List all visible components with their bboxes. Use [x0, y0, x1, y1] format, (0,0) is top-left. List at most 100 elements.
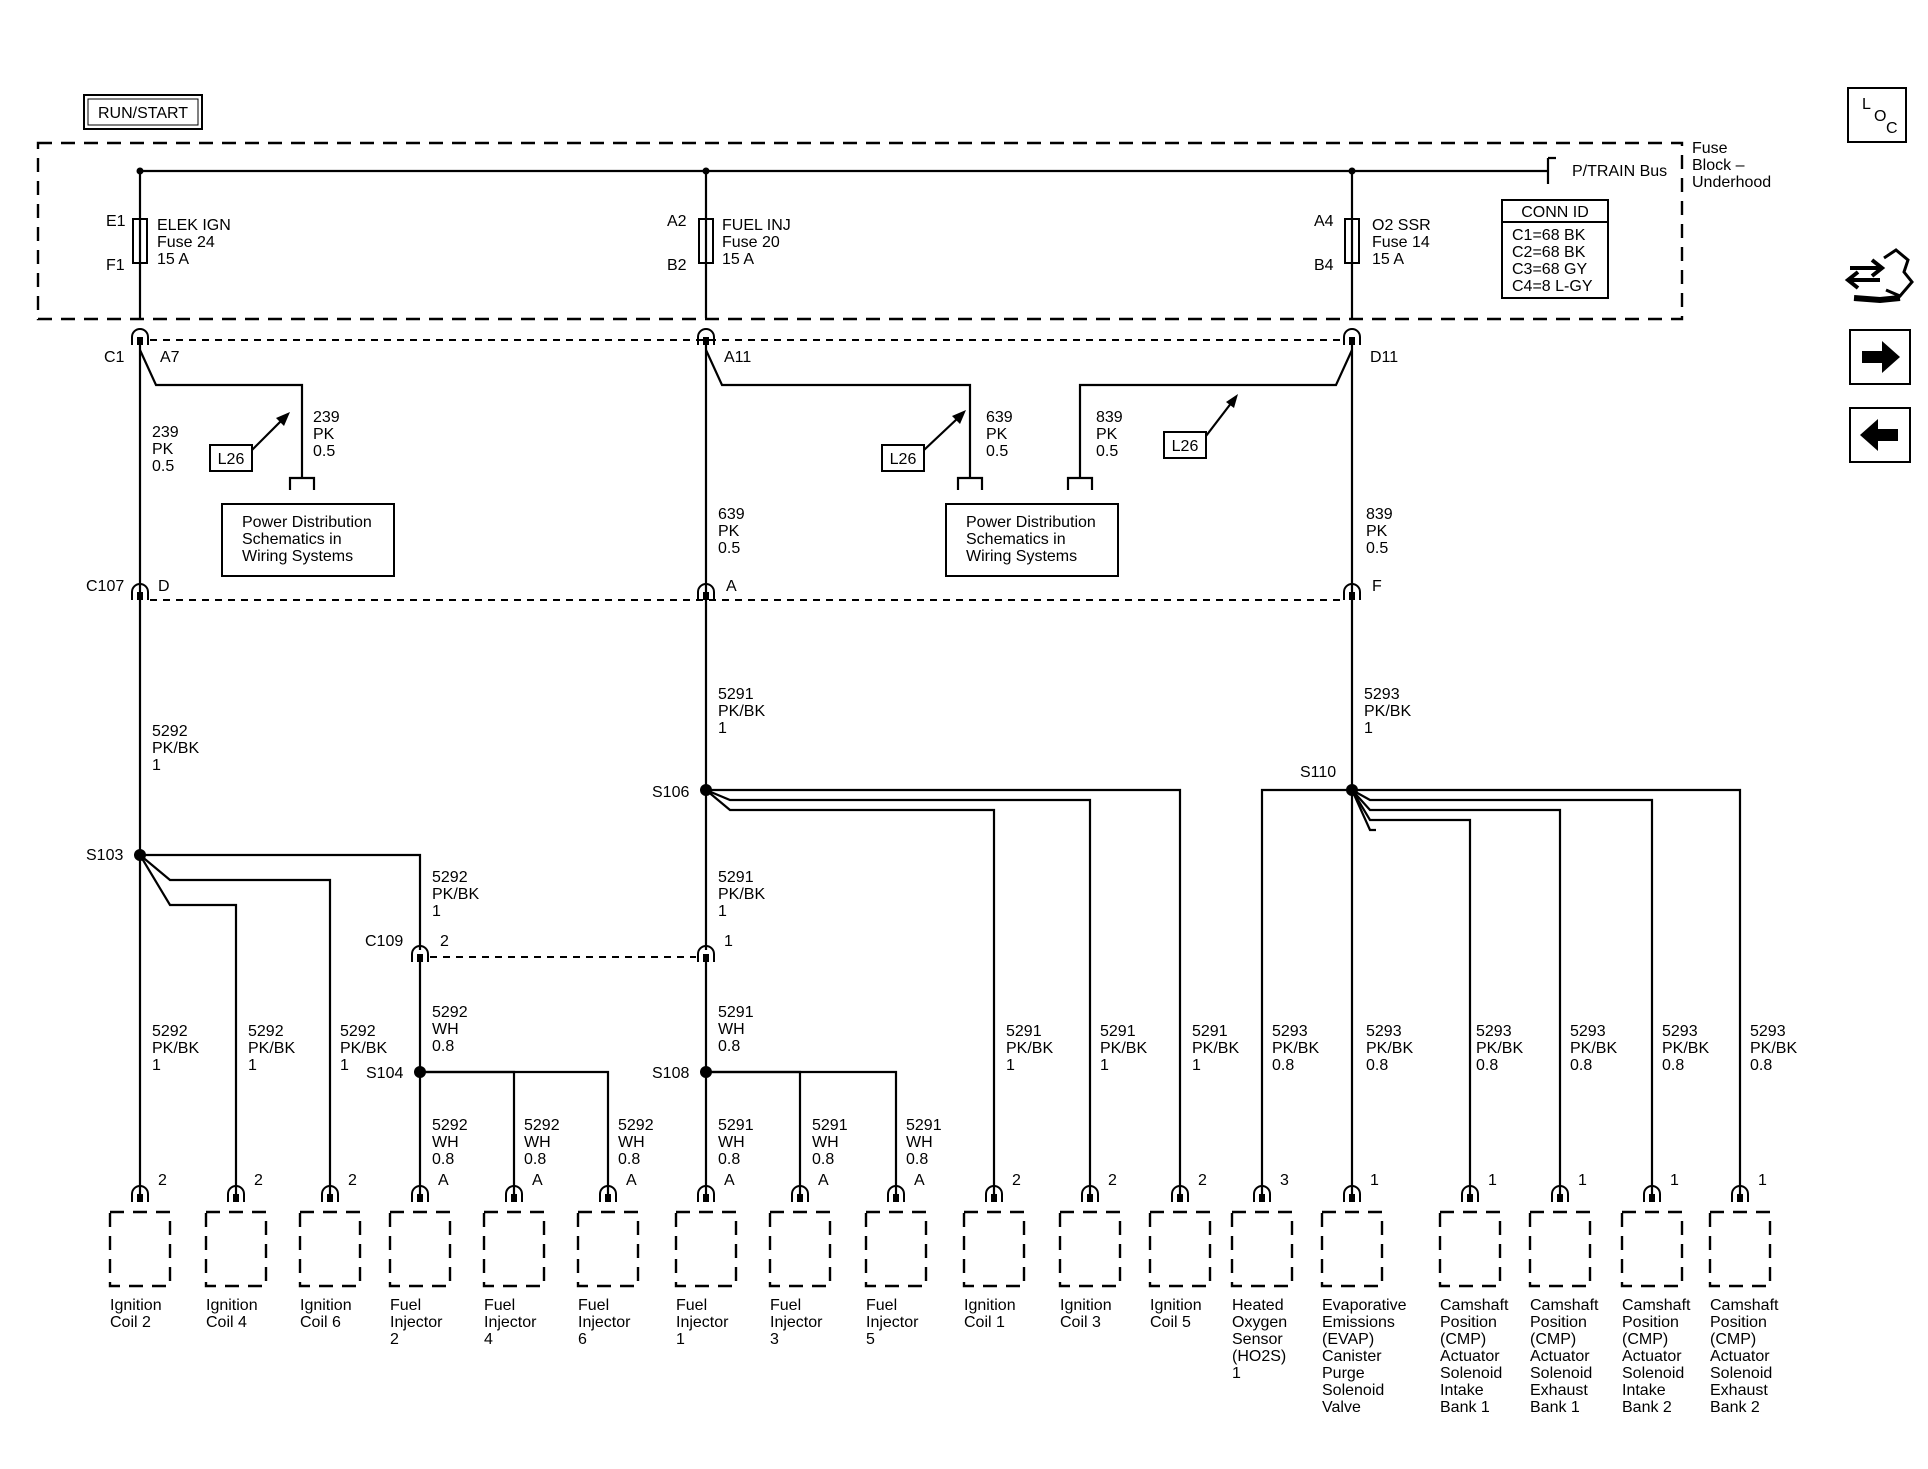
- svg-text:Fuse: Fuse: [1692, 140, 1728, 157]
- connector-c1: C1 A7 A11 D11: [104, 328, 1398, 366]
- svg-text:A4: A4: [1314, 213, 1334, 230]
- component-label-line: Fuel: [770, 1297, 801, 1314]
- svg-text:839: 839: [1366, 506, 1393, 523]
- svg-text:0.8: 0.8: [718, 1151, 740, 1168]
- component-label-line: Position: [1530, 1314, 1587, 1331]
- svg-text:639: 639: [718, 506, 745, 523]
- svg-text:WH: WH: [524, 1134, 551, 1151]
- svg-text:Block –: Block –: [1692, 157, 1745, 174]
- component-camshaft-position-cmp-actuator-solenoid-exhaust-bank-1[interactable]: 1CamshaftPosition(CMP)ActuatorSolenoidEx…: [1528, 1172, 1599, 1416]
- component-camshaft-position-cmp-actuator-solenoid-exhaust-bank-2[interactable]: 1CamshaftPosition(CMP)ActuatorSolenoidEx…: [1708, 1172, 1779, 1416]
- svg-text:PK: PK: [718, 523, 740, 540]
- component-label-line: Fuel: [390, 1297, 421, 1314]
- component-pin-label: 2: [158, 1172, 167, 1189]
- svg-text:PK/BK: PK/BK: [1100, 1040, 1147, 1057]
- component-label-line: Solenoid: [1622, 1365, 1684, 1382]
- component-label-line: Fuel: [676, 1297, 707, 1314]
- svg-text:5293: 5293: [1476, 1023, 1512, 1040]
- wire-label-239-branch: 239 PK 0.5: [313, 409, 340, 460]
- component-label-line: 2: [390, 1331, 399, 1348]
- component-pin-label: 2: [254, 1172, 263, 1189]
- splice-s103: S103: [86, 847, 422, 1185]
- component-label-line: Canister: [1322, 1348, 1382, 1365]
- wire-label-5293-main: 5293 PK/BK 1: [1364, 686, 1411, 737]
- svg-text:1: 1: [718, 720, 727, 737]
- wire-label-5292-main: 5292 PK/BK 1: [152, 723, 199, 774]
- svg-text:5292: 5292: [524, 1117, 560, 1134]
- svg-text:PK/BK: PK/BK: [718, 886, 765, 903]
- svg-text:5292: 5292: [432, 1004, 468, 1021]
- svg-text:1: 1: [1100, 1057, 1109, 1074]
- component-pin-label: A: [532, 1172, 543, 1189]
- component-pin-label: 2: [1108, 1172, 1117, 1189]
- power-distribution-reference-left[interactable]: Power Distribution Schematics in Wiring …: [221, 503, 395, 577]
- svg-text:639: 639: [986, 409, 1013, 426]
- svg-text:F: F: [1372, 578, 1382, 595]
- svg-text:PK/BK: PK/BK: [1662, 1040, 1709, 1057]
- svg-text:5291: 5291: [718, 1117, 754, 1134]
- svg-text:PK/BK: PK/BK: [1750, 1040, 1797, 1057]
- svg-text:PK: PK: [152, 441, 174, 458]
- svg-text:5292: 5292: [618, 1117, 654, 1134]
- svg-text:5293: 5293: [1272, 1023, 1308, 1040]
- svg-text:D11: D11: [1370, 349, 1398, 366]
- connector-end-view-icon[interactable]: [1844, 248, 1914, 304]
- svg-text:5292: 5292: [340, 1023, 376, 1040]
- component-label-line: Fuel: [484, 1297, 515, 1314]
- svg-text:1: 1: [340, 1057, 349, 1074]
- component-box: [108, 1210, 172, 1288]
- location-view-button[interactable]: L O C: [1847, 87, 1907, 143]
- wire-label-639-branch: 639 PK 0.5: [986, 409, 1013, 460]
- svg-text:0.5: 0.5: [986, 443, 1008, 460]
- component-camshaft-position-cmp-actuator-solenoid-intake-bank-2[interactable]: 1CamshaftPosition(CMP)ActuatorSolenoidIn…: [1620, 1172, 1691, 1416]
- component-label-line: Bank 1: [1440, 1399, 1490, 1416]
- svg-text:2: 2: [440, 933, 449, 950]
- component-label-line: Actuator: [1440, 1348, 1500, 1365]
- component-label-line: Actuator: [1530, 1348, 1590, 1365]
- component-label-line: 5: [866, 1331, 875, 1348]
- component-evaporative-emissions-evap-canister-purge-solenoid-valve[interactable]: 1EvaporativeEmissions(EVAP)CanisterPurge…: [1320, 1172, 1407, 1416]
- svg-text:E1: E1: [106, 213, 126, 230]
- svg-text:5293: 5293: [1364, 686, 1400, 703]
- svg-text:0.8: 0.8: [618, 1151, 640, 1168]
- component-label-line: Injector: [866, 1314, 919, 1331]
- component-label-line: 3: [770, 1331, 779, 1348]
- svg-text:Schematics in: Schematics in: [242, 531, 342, 548]
- svg-text:C2=68 BK: C2=68 BK: [1512, 244, 1586, 261]
- svg-text:PK/BK: PK/BK: [718, 703, 765, 720]
- wire-label-5292-c109: 5292 PK/BK 1: [432, 869, 479, 920]
- svg-text:0.8: 0.8: [1272, 1057, 1294, 1074]
- svg-text:5291: 5291: [1006, 1023, 1042, 1040]
- power-distribution-reference-right[interactable]: Power Distribution Schematics in Wiring …: [945, 503, 1119, 577]
- svg-text:WH: WH: [718, 1134, 745, 1151]
- previous-page-arrow-icon[interactable]: [1849, 407, 1911, 463]
- svg-text:5293: 5293: [1570, 1023, 1606, 1040]
- svg-text:15 A: 15 A: [722, 251, 754, 268]
- svg-text:239: 239: [152, 424, 179, 441]
- component-box: [1708, 1210, 1772, 1288]
- component-box: [864, 1210, 928, 1288]
- component-camshaft-position-cmp-actuator-solenoid-intake-bank-1[interactable]: 1CamshaftPosition(CMP)ActuatorSolenoidIn…: [1438, 1172, 1509, 1416]
- svg-text:C: C: [1886, 120, 1898, 137]
- component-label-line: Bank 2: [1710, 1399, 1760, 1416]
- component-label-line: Solenoid: [1710, 1365, 1772, 1382]
- next-page-arrow-icon[interactable]: [1849, 329, 1911, 385]
- svg-text:5291: 5291: [1192, 1023, 1228, 1040]
- component-label-line: Oxygen: [1232, 1314, 1287, 1331]
